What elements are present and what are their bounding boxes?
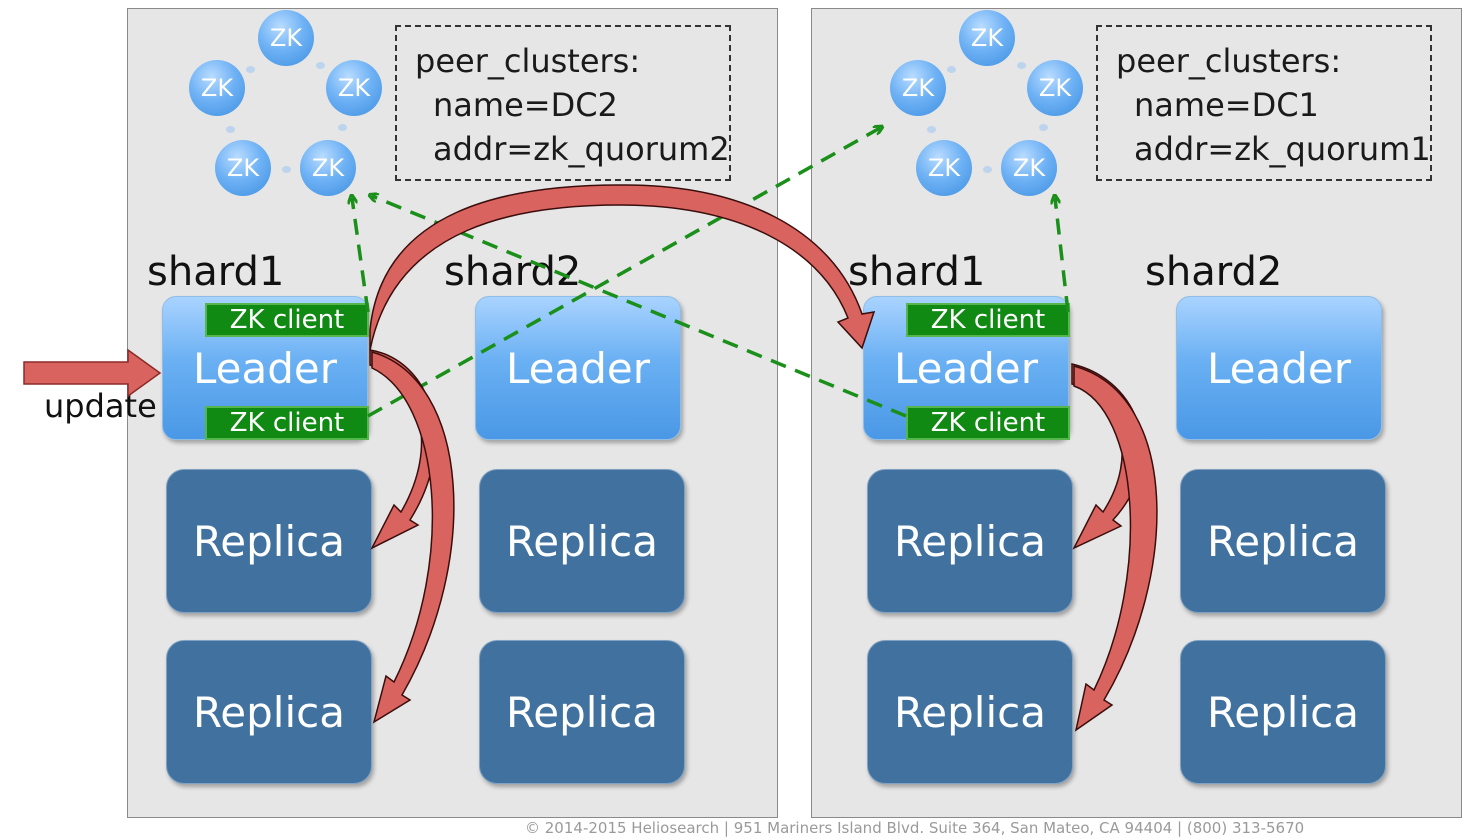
- zk-node: ZK: [1027, 60, 1083, 116]
- zk-node: ZK: [916, 140, 972, 196]
- cross-dc-replication-arrow: [369, 184, 876, 351]
- zk-node: ZK: [258, 10, 314, 66]
- zk-ring-dot: [1039, 124, 1048, 131]
- zk-client-badge: ZK client: [906, 303, 1070, 337]
- zk-ring-dot: [1017, 62, 1026, 69]
- leader-node: Leader: [1176, 296, 1382, 440]
- replica-node: Replica: [867, 640, 1073, 784]
- zk-node: ZK: [1001, 140, 1057, 196]
- zk-watch-line: [352, 198, 370, 313]
- zk-cross-dc-line: [367, 128, 880, 418]
- replica-node: Replica: [166, 640, 372, 784]
- peer-config-name: name=DC2: [433, 86, 618, 124]
- zk-client-badge: ZK client: [906, 406, 1070, 440]
- zk-node: ZK: [326, 60, 382, 116]
- zk-ring-dot: [246, 66, 255, 73]
- peer-config-addr: addr=zk_quorum1: [1134, 130, 1431, 168]
- zk-ring-dot: [282, 166, 291, 173]
- replica-node: Replica: [867, 469, 1073, 613]
- shard-label: shard2: [1145, 249, 1283, 295]
- zk-ring-dot: [226, 126, 235, 133]
- leader-node: Leader: [475, 296, 681, 440]
- shard-label: shard1: [147, 249, 285, 295]
- peer-clusters-config-box: peer_clusters: name=DC2 addr=zk_quorum2: [395, 25, 731, 181]
- zk-node: ZK: [300, 140, 356, 196]
- replica-node: Replica: [479, 469, 685, 613]
- zk-node: ZK: [189, 60, 245, 116]
- peer-clusters-config-box: peer_clusters: name=DC1 addr=zk_quorum1: [1096, 25, 1432, 181]
- replica-node: Replica: [479, 640, 685, 784]
- zk-client-badge: ZK client: [205, 406, 369, 440]
- footer-copyright: © 2014-2015 Heliosearch | 951 Mariners I…: [525, 819, 1305, 837]
- peer-config-addr: addr=zk_quorum2: [433, 130, 730, 168]
- zk-node: ZK: [890, 60, 946, 116]
- zk-ring-dot: [316, 62, 325, 69]
- zk-ring-dot: [947, 66, 956, 73]
- leader-to-replica-arrow: [1073, 365, 1158, 732]
- peer-config-line: peer_clusters:: [415, 42, 641, 80]
- zk-node: ZK: [215, 140, 271, 196]
- peer-config-line: peer_clusters:: [1116, 42, 1342, 80]
- replica-node: Replica: [1180, 469, 1386, 613]
- zk-ring-dot: [338, 124, 347, 131]
- zk-watch-line: [1055, 198, 1070, 313]
- replica-node: Replica: [1180, 640, 1386, 784]
- peer-config-name: name=DC1: [1134, 86, 1319, 124]
- replica-node: Replica: [166, 469, 372, 613]
- shard-label: shard1: [848, 249, 986, 295]
- zk-ring-dot: [927, 126, 936, 133]
- update-arrow: [23, 348, 162, 398]
- zk-client-badge: ZK client: [205, 303, 369, 337]
- zk-node: ZK: [959, 10, 1015, 66]
- zk-ring-dot: [983, 166, 992, 173]
- update-label: update: [44, 387, 157, 425]
- leader-to-replica-arrow: [371, 351, 455, 724]
